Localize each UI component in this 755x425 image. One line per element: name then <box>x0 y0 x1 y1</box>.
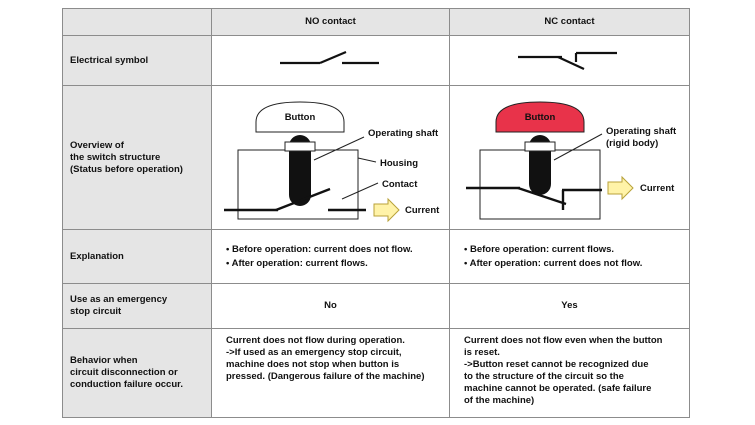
no-current-label: Current <box>405 205 440 216</box>
comparison-table: NO contact NC contact Electrical symbol <box>62 8 690 418</box>
row-label-electrical-symbol: Electrical symbol <box>62 35 212 86</box>
no-operating-shaft-label: Operating shaft <box>368 128 439 139</box>
nc-shaft-guide <box>524 141 556 152</box>
nc-emergency-value: Yes <box>449 283 690 329</box>
nc-explanation-cell: • Before operation: current flows. • Aft… <box>449 229 690 284</box>
no-current-arrow-icon <box>373 197 400 223</box>
no-contact-symbol <box>211 35 450 86</box>
no-button-label: Button <box>285 112 316 123</box>
nc-button-cap <box>495 101 585 133</box>
header-empty-cell <box>62 8 212 36</box>
nc-current-label: Current <box>640 183 675 194</box>
no-housing-label: Housing <box>380 158 418 169</box>
nc-explanation-item: • After operation: current does not flow… <box>464 257 643 269</box>
row-label-emergency-stop: Use as an emergency stop circuit <box>62 283 212 329</box>
nc-contact-structure-diagram: Button Operating shaft (rigid body) Curr… <box>449 85 690 230</box>
row-label-explanation: Explanation <box>62 229 212 284</box>
nc-operating-shaft-label: Operating shaft <box>606 126 677 137</box>
no-shaft-guide <box>284 141 316 152</box>
nc-rigid-body-label: (rigid body) <box>606 138 658 149</box>
nc-contact-symbol <box>449 35 690 86</box>
no-contact-label: Contact <box>382 179 418 190</box>
header-no-contact: NO contact <box>211 8 450 36</box>
no-operating-shaft <box>289 135 311 206</box>
no-behavior-cell: Current does not flow during operation. … <box>211 328 450 418</box>
no-explanation-cell: • Before operation: current does not flo… <box>211 229 450 284</box>
nc-button-label: Button <box>525 112 556 123</box>
no-explanation-item: • After operation: current flows. <box>226 257 368 269</box>
no-contact-structure-diagram: Button Operating shaft Housing Contact C… <box>211 85 450 230</box>
no-behavior-text: Current does not flow during operation. … <box>226 335 425 382</box>
nc-explanation-item: • Before operation: current flows. <box>464 243 615 255</box>
no-explanation-item: • Before operation: current does not flo… <box>226 243 413 255</box>
no-button-cap <box>255 101 345 133</box>
no-contact-symbol-icon <box>280 50 379 65</box>
nc-behavior-cell: Current does not flow even when the butt… <box>449 328 690 418</box>
nc-behavior-text: Current does not flow even when the butt… <box>464 335 663 406</box>
row-label-overview: Overview of the switch structure (Status… <box>62 85 212 230</box>
row-label-behavior: Behavior when circuit disconnection or c… <box>62 328 212 418</box>
nc-current-arrow-icon <box>607 175 634 201</box>
no-emergency-value: No <box>211 283 450 329</box>
header-nc-contact: NC contact <box>449 8 690 36</box>
nc-contact-symbol-icon <box>518 51 617 70</box>
